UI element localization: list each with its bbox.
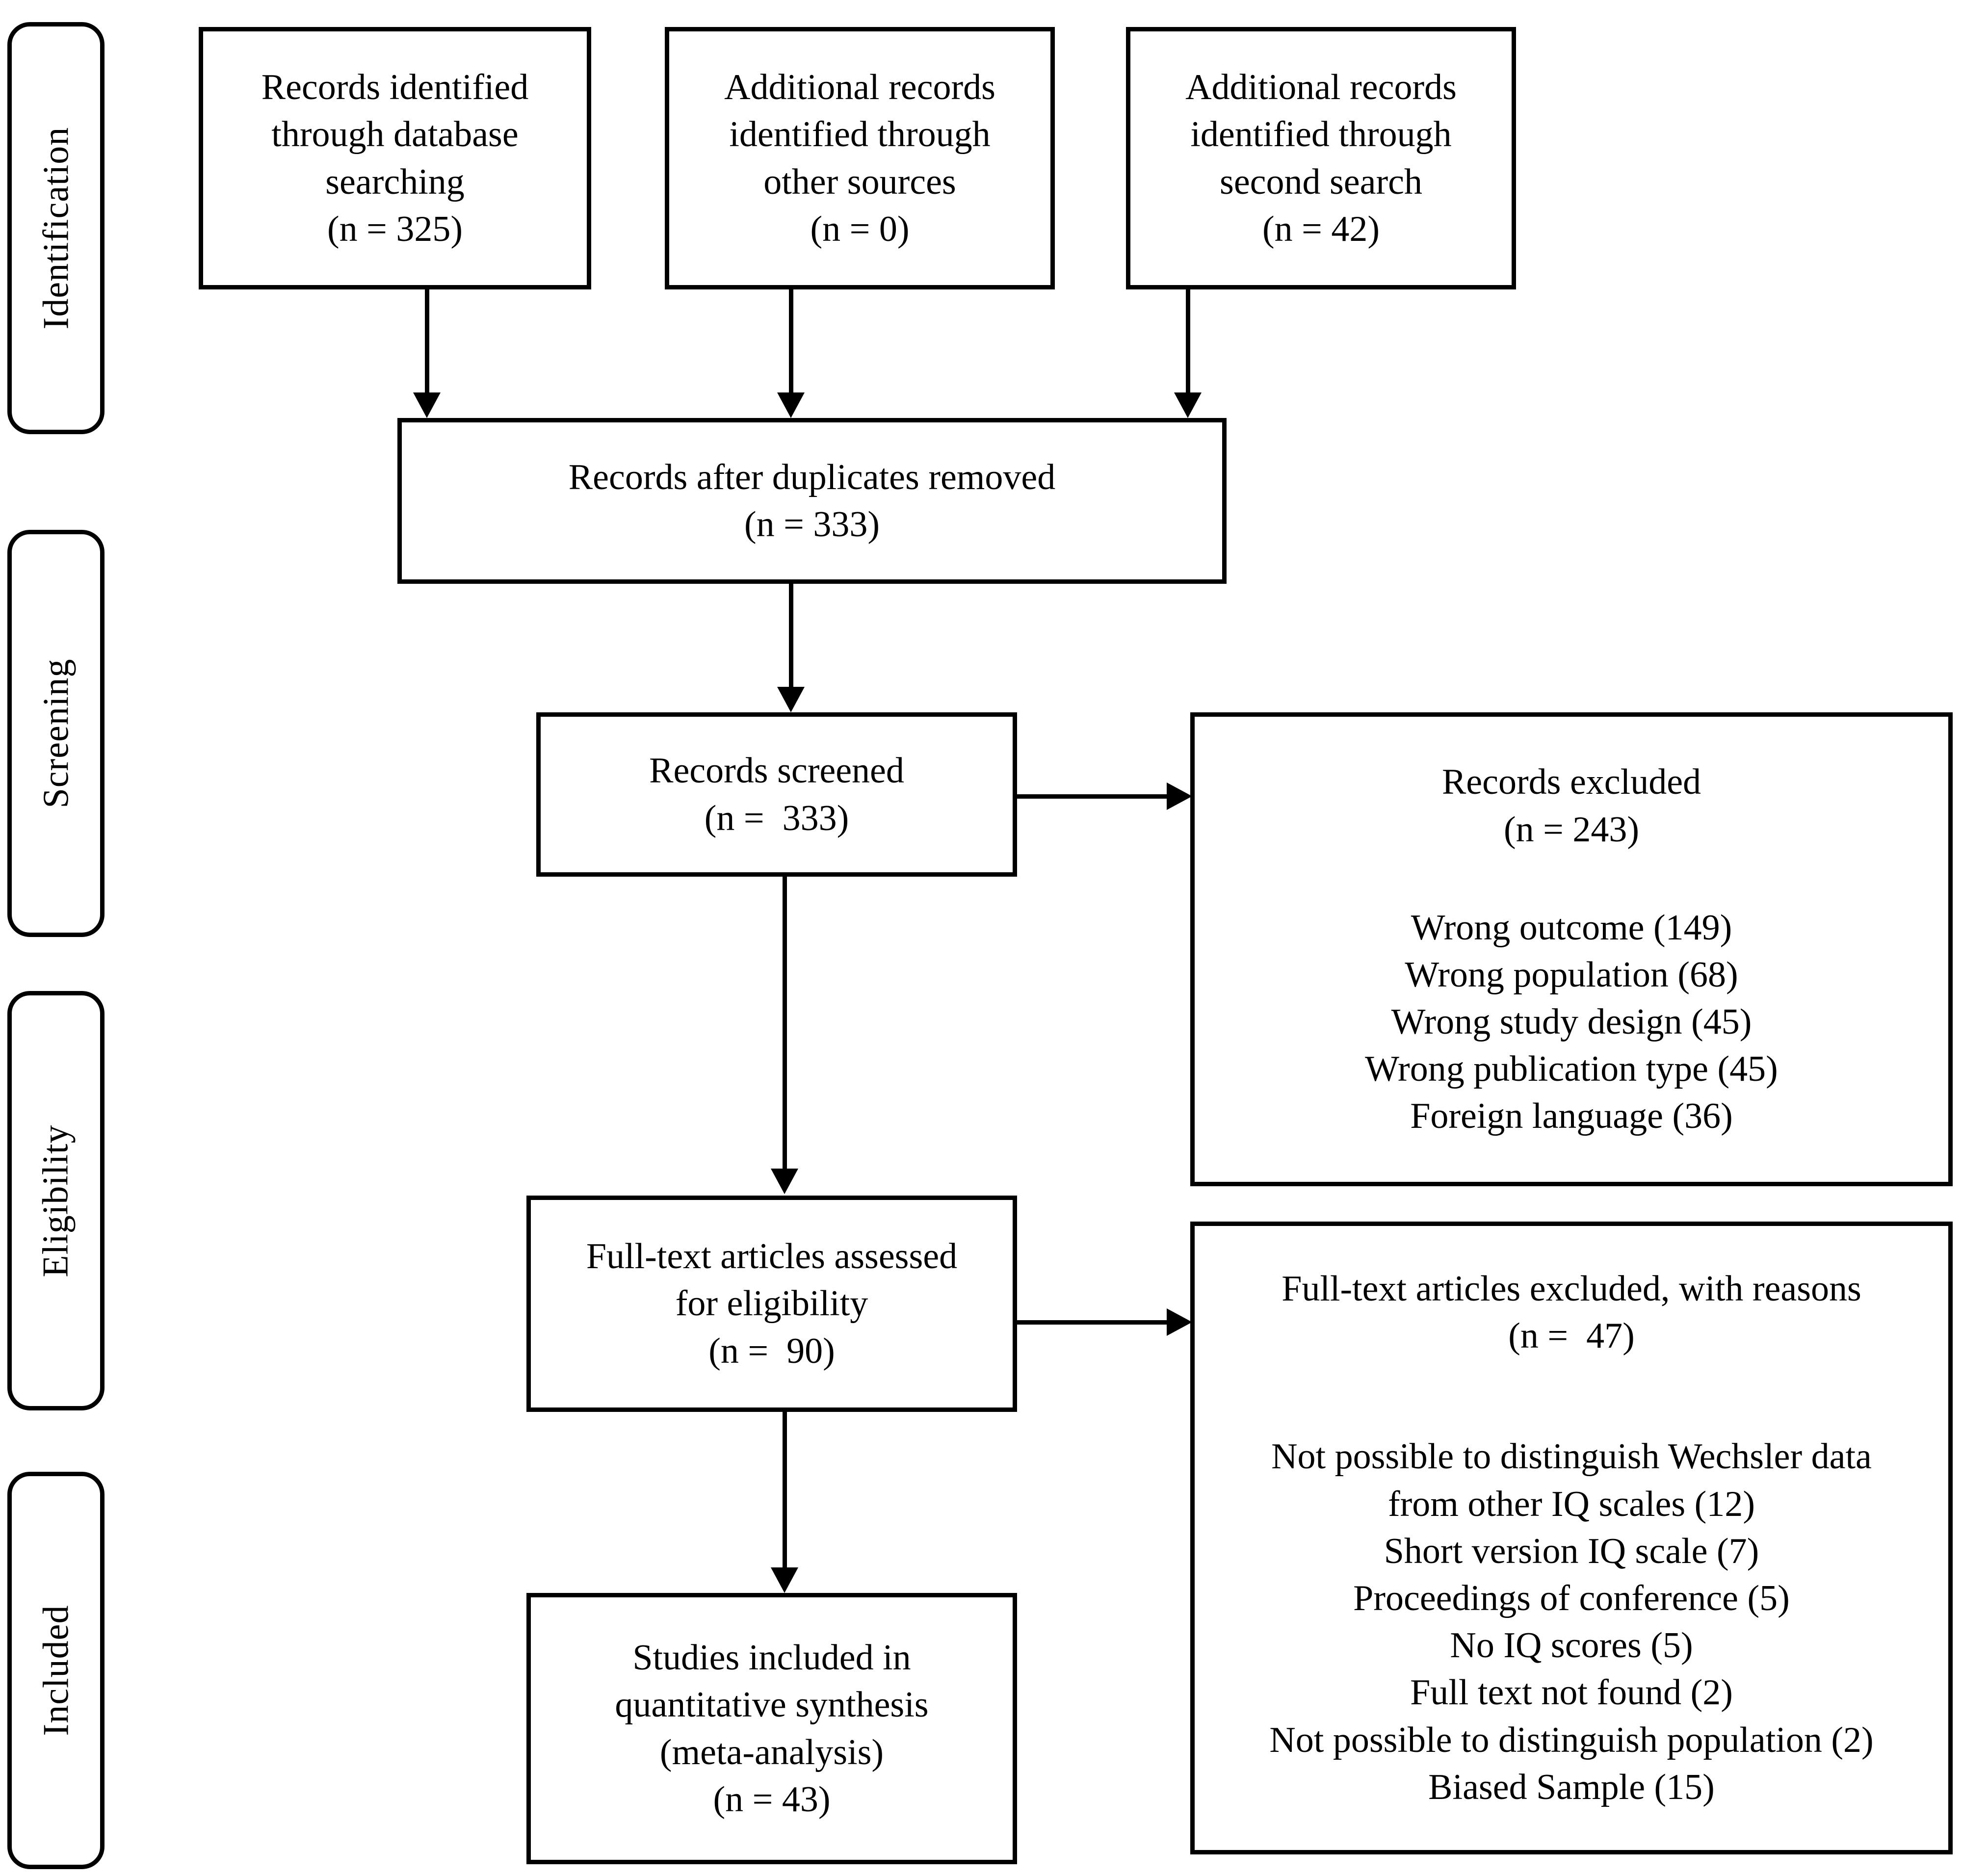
box-fulltext-excluded-spacer bbox=[1567, 1359, 1576, 1433]
stage-pill-included: Included bbox=[7, 1472, 105, 1869]
connector-screened-to-excluded bbox=[1017, 794, 1169, 799]
connector-fulltext-to-excluded bbox=[1017, 1320, 1169, 1325]
arrowhead-screened-to-fulltext bbox=[771, 1169, 798, 1194]
arrowhead-second-search-to-duplicates bbox=[1174, 392, 1202, 418]
connector-database-to-duplicates bbox=[425, 289, 429, 395]
box-fulltext-excluded-reason-1a: Not possible to distinguish Wechsler dat… bbox=[1271, 1436, 1872, 1477]
box-studies-included-line-3: (meta-analysis) bbox=[659, 1732, 884, 1772]
arrowhead-screened-to-excluded bbox=[1167, 782, 1192, 810]
box-records-excluded-reason-1: Wrong outcome (149) bbox=[1411, 907, 1732, 948]
box-fulltext-excluded-reason-4: No IQ scores (5) bbox=[1450, 1625, 1693, 1666]
box-fulltext-assessed-count: (n = 90) bbox=[708, 1330, 835, 1371]
connector-screened-to-fulltext bbox=[783, 877, 787, 1171]
box-records-excluded-reason-4: Wrong publication type (45) bbox=[1365, 1049, 1778, 1090]
box-database-search-line-2: through database bbox=[271, 114, 519, 155]
arrowhead-fulltext-to-included bbox=[771, 1567, 798, 1593]
box-other-sources-line-2: identified through bbox=[729, 114, 991, 155]
box-records-excluded: Records excluded (n = 243) Wrong outcome… bbox=[1190, 712, 1953, 1186]
box-records-excluded-spacer bbox=[1567, 853, 1576, 904]
box-fulltext-excluded-reason-1b: from other IQ scales (12) bbox=[1388, 1484, 1755, 1524]
stage-pill-included-label: Included bbox=[36, 1605, 76, 1736]
box-fulltext-excluded: Full-text articles excluded, with reason… bbox=[1190, 1222, 1953, 1854]
box-fulltext-excluded-reason-7: Biased Sample (15) bbox=[1428, 1767, 1715, 1807]
arrowhead-fulltext-to-excluded bbox=[1167, 1308, 1192, 1336]
box-studies-included-line-1: Studies included in bbox=[632, 1638, 911, 1678]
box-records-screened: Records screened (n = 333) bbox=[536, 712, 1017, 877]
box-fulltext-assessed-line-2: for eligibility bbox=[675, 1283, 868, 1324]
arrowhead-other-sources-to-duplicates bbox=[777, 392, 805, 418]
box-database-search-count: (n = 325) bbox=[327, 208, 463, 249]
box-second-search-line-1: Additional records bbox=[1185, 67, 1457, 108]
box-fulltext-excluded-title: Full-text articles excluded, with reason… bbox=[1282, 1269, 1861, 1309]
box-second-search-line-3: second search bbox=[1220, 161, 1422, 202]
box-records-excluded-count: (n = 243) bbox=[1503, 809, 1640, 850]
box-records-excluded-title: Records excluded bbox=[1441, 762, 1701, 803]
box-other-sources-line-3: other sources bbox=[763, 161, 956, 202]
stage-pill-identification-label: Identification bbox=[36, 127, 76, 330]
box-records-excluded-reason-3: Wrong study design (45) bbox=[1391, 1002, 1752, 1042]
box-records-screened-line-1: Records screened bbox=[649, 751, 904, 791]
box-other-sources-count: (n = 0) bbox=[810, 208, 910, 249]
box-database-search-line-1: Records identified bbox=[261, 67, 529, 108]
box-fulltext-excluded-reason-6: Not possible to distinguish population (… bbox=[1269, 1720, 1874, 1760]
box-records-screened-count: (n = 333) bbox=[704, 798, 849, 838]
box-records-excluded-reason-2: Wrong population (68) bbox=[1405, 954, 1738, 995]
arrowhead-duplicates-to-screened bbox=[777, 687, 805, 712]
box-other-sources-line-1: Additional records bbox=[724, 67, 995, 108]
box-second-search: Additional records identified through se… bbox=[1126, 27, 1516, 289]
box-studies-included-line-2: quantitative synthesis bbox=[615, 1685, 929, 1725]
stage-pill-screening: Screening bbox=[7, 530, 105, 937]
box-studies-included: Studies included in quantitative synthes… bbox=[526, 1593, 1017, 1864]
box-database-search-line-3: searching bbox=[325, 161, 465, 202]
box-duplicates-removed-line-1: Records after duplicates removed bbox=[568, 457, 1056, 497]
box-fulltext-excluded-reason-3: Proceedings of conference (5) bbox=[1353, 1578, 1790, 1618]
box-second-search-count: (n = 42) bbox=[1262, 208, 1380, 249]
box-second-search-line-2: identified through bbox=[1190, 114, 1452, 155]
box-fulltext-excluded-reason-5: Full text not found (2) bbox=[1410, 1672, 1733, 1713]
stage-pill-eligibility-label: Eligibility bbox=[36, 1124, 76, 1277]
stage-pill-screening-label: Screening bbox=[36, 658, 76, 808]
box-fulltext-assessed: Full-text articles assessed for eligibil… bbox=[526, 1196, 1017, 1412]
box-studies-included-count: (n = 43) bbox=[713, 1779, 831, 1820]
box-fulltext-assessed-line-1: Full-text articles assessed bbox=[586, 1236, 958, 1277]
box-other-sources: Additional records identified through ot… bbox=[665, 27, 1055, 289]
box-duplicates-removed-count: (n = 333) bbox=[744, 504, 880, 545]
box-records-excluded-reason-5: Foreign language (36) bbox=[1410, 1096, 1733, 1137]
connector-second-search-to-duplicates bbox=[1186, 289, 1190, 395]
stage-pill-eligibility: Eligibility bbox=[7, 991, 105, 1410]
box-fulltext-excluded-count: (n = 47) bbox=[1508, 1316, 1635, 1356]
box-database-search: Records identified through database sear… bbox=[199, 27, 591, 289]
arrowhead-database-to-duplicates bbox=[413, 392, 441, 418]
connector-other-sources-to-duplicates bbox=[789, 289, 793, 395]
connector-duplicates-to-screened bbox=[789, 584, 793, 689]
connector-fulltext-to-included bbox=[783, 1412, 787, 1569]
stage-pill-identification: Identification bbox=[7, 22, 105, 434]
box-duplicates-removed: Records after duplicates removed (n = 33… bbox=[397, 418, 1227, 584]
box-fulltext-excluded-reason-2: Short version IQ scale (7) bbox=[1384, 1531, 1759, 1571]
